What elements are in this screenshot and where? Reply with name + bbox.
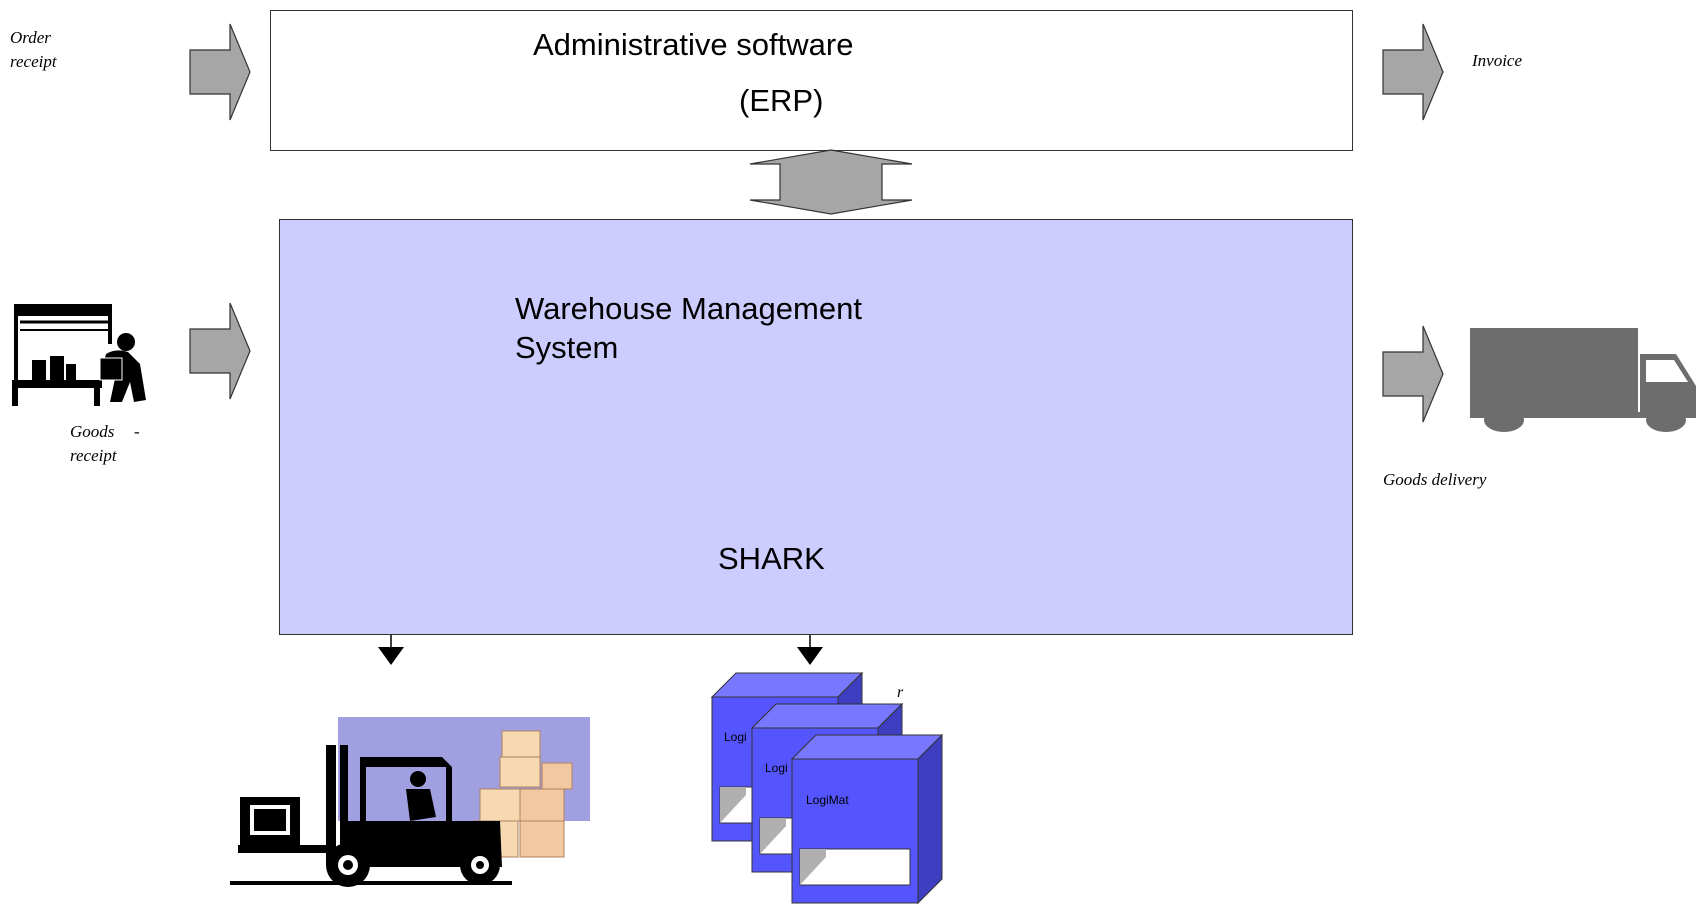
order-receipt-line2: receipt <box>10 52 57 71</box>
arrow-down-icon <box>378 635 404 665</box>
truck-icon <box>1470 328 1696 432</box>
wms-box: Warehouse Management System SHARK <box>279 219 1353 635</box>
order-receipt-label: Order receipt <box>10 26 57 74</box>
block-arrow-right-icon <box>1382 325 1444 423</box>
wms-product-name: SHARK <box>718 541 825 576</box>
block-arrow-right-icon <box>189 302 251 400</box>
wms-title-line2: System <box>515 330 619 365</box>
goods-receipt-dash: - <box>134 422 140 441</box>
goods-receipt-label: Goods - receipt <box>70 420 150 468</box>
forklift-icon <box>230 717 590 887</box>
wms-title-line1: Warehouse Management <box>515 291 862 326</box>
arrow-down-icon <box>797 635 823 665</box>
order-receipt-line1: Order <box>10 28 51 47</box>
goods-delivery-label: Goods delivery <box>1383 470 1487 489</box>
double-arrow-vertical-icon <box>749 149 913 215</box>
block-arrow-right-icon <box>189 23 251 121</box>
warehouse-worker-icon <box>12 304 146 406</box>
logimat-label-back: Logi <box>724 730 747 744</box>
logimat-label-front: LogiMat <box>806 793 849 807</box>
logimat-unit-icon <box>790 733 944 905</box>
erp-box: Administrative software (ERP) <box>270 10 1353 151</box>
erp-title-line2: (ERP) <box>739 83 824 118</box>
goods-receipt-line2: receipt <box>70 446 117 465</box>
block-arrow-right-icon <box>1382 23 1444 121</box>
goods-receipt-line1: Goods <box>70 422 115 441</box>
erp-title-line1: Administrative software <box>533 27 854 62</box>
stray-label-r: r <box>897 684 904 701</box>
invoice-label: Invoice <box>1472 51 1523 70</box>
logimat-label-middle: Logi <box>765 761 788 775</box>
